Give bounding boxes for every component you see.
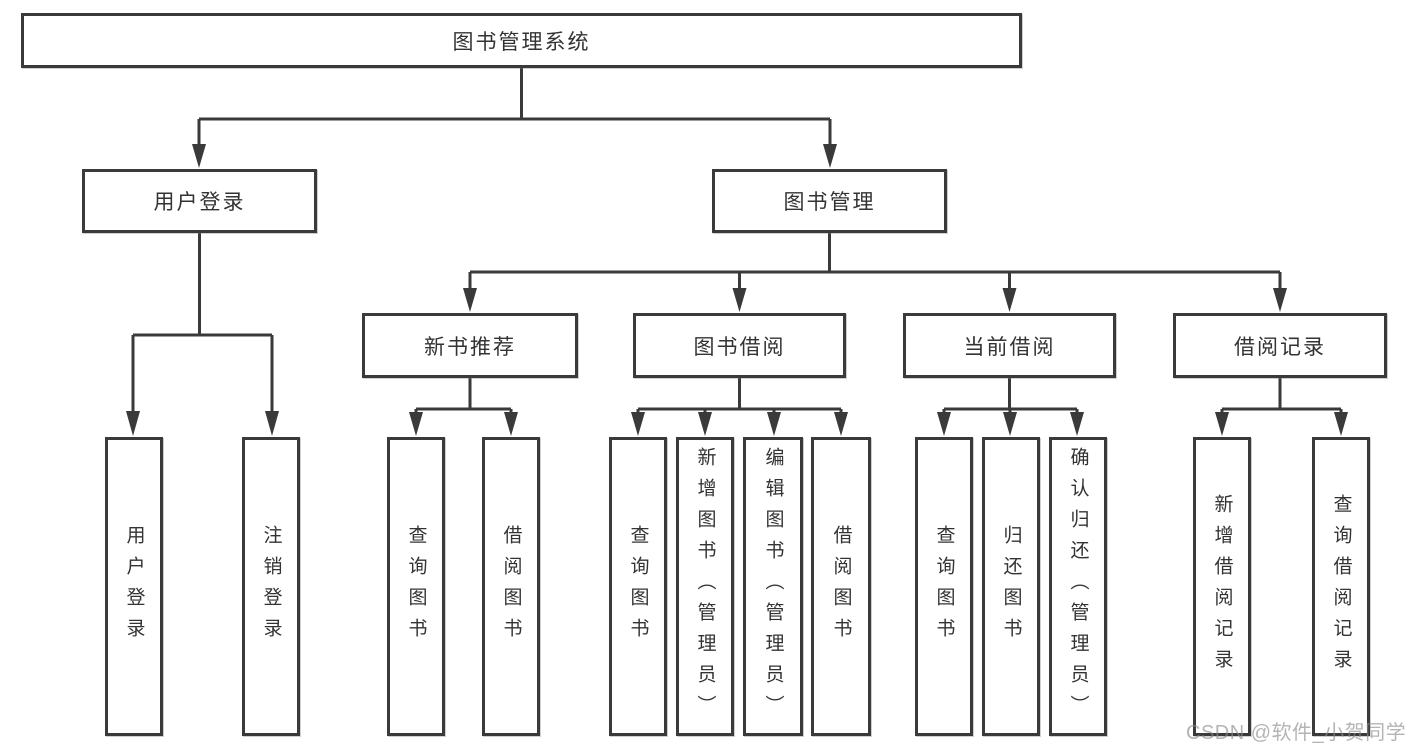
node-label: 编辑图书（管理员） [762, 447, 784, 726]
leaf-query-borrow-record: 查询借阅记录 [1312, 437, 1370, 736]
node-label: 新增借阅记录 [1211, 493, 1233, 680]
node-label: 查询借阅记录 [1330, 493, 1352, 680]
connector-root-to-level2 [192, 68, 837, 168]
node-book-management: 图书管理 [712, 169, 947, 233]
node-book-borrow: 图书借阅 [633, 313, 846, 378]
leaf-return-books: 归还图书 [982, 437, 1040, 736]
node-label: 图书借阅 [693, 335, 786, 359]
connector-current-to-leaves [937, 378, 1084, 436]
node-current-borrow: 当前借阅 [903, 313, 1116, 378]
leaf-query-books: 查询图书 [609, 437, 667, 736]
node-label: 用户登录 [153, 191, 246, 214]
connector-recommend-to-leaves [409, 378, 518, 436]
connector-userlogin-to-leaves [126, 233, 279, 436]
node-label: 注销登录 [260, 524, 282, 649]
node-new-book-recommend: 新书推荐 [362, 313, 578, 378]
node-root-system: 图书管理系统 [21, 13, 1022, 68]
node-label: 借阅图书 [830, 524, 852, 649]
node-label: 新书推荐 [424, 335, 516, 359]
leaf-user-login: 用户登录 [105, 437, 163, 736]
node-label: 借阅记录 [1234, 335, 1326, 359]
node-label: 新增图书（管理员） [694, 447, 716, 726]
node-label: 查询图书 [405, 524, 427, 649]
node-borrow-records: 借阅记录 [1173, 313, 1387, 378]
node-label: 查询图书 [627, 524, 649, 649]
connector-records-to-leaves [1215, 378, 1348, 436]
leaf-add-books-admin: 新增图书（管理员） [676, 437, 734, 736]
node-label: 确认归还（管理员） [1067, 447, 1089, 726]
leaf-logout: 注销登录 [242, 437, 300, 736]
connector-borrow-to-leaves [631, 378, 848, 436]
node-label: 归还图书 [1000, 524, 1022, 649]
connector-bookmgmt-to-level3 [463, 233, 1287, 312]
node-label: 图书管理 [783, 191, 876, 214]
leaf-query-books: 查询图书 [387, 437, 445, 736]
node-label: 用户登录 [123, 524, 145, 649]
leaf-query-books: 查询图书 [915, 437, 973, 736]
node-label: 查询图书 [933, 524, 955, 649]
node-label: 借阅图书 [500, 524, 522, 649]
leaf-confirm-return-admin: 确认归还（管理员） [1049, 437, 1107, 736]
leaf-edit-books-admin: 编辑图书（管理员） [743, 437, 803, 736]
node-label: 当前借阅 [963, 335, 1056, 359]
node-user-login: 用户登录 [82, 169, 317, 233]
csdn-watermark: CSDN @软件_小贺同学 [1186, 722, 1405, 744]
leaf-borrow-books: 借阅图书 [811, 437, 871, 736]
node-label: 图书管理系统 [452, 30, 591, 54]
leaf-add-borrow-record: 新增借阅记录 [1193, 437, 1251, 736]
leaf-borrow-books: 借阅图书 [482, 437, 540, 736]
